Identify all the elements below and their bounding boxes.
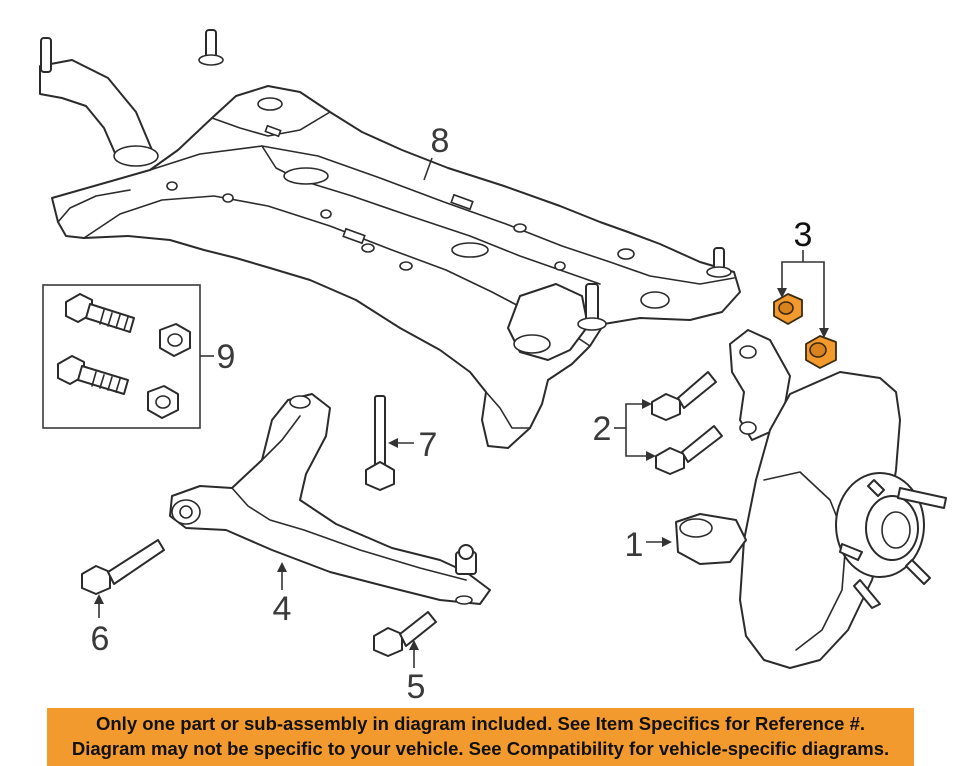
callout-9: 9 xyxy=(217,338,236,376)
notice-line-1: Only one part or sub-assembly in diagram… xyxy=(95,713,865,734)
notice-banner: Only one part or sub-assembly in diagram… xyxy=(47,708,914,766)
callout-6: 6 xyxy=(91,620,110,658)
callout-7: 7 xyxy=(419,426,438,464)
bolt-part-7 xyxy=(365,395,414,491)
bolts-part-2 xyxy=(614,371,723,475)
callout-1: 1 xyxy=(625,526,644,564)
bolt-part-5 xyxy=(373,611,437,668)
lower-control-arm xyxy=(169,393,491,605)
kit-bolt-upper xyxy=(65,293,135,333)
callout-8: 8 xyxy=(431,122,450,160)
kit-bolt-lower xyxy=(57,355,129,395)
bolt-part-6 xyxy=(81,539,165,618)
callout-5: 5 xyxy=(407,668,426,706)
kit-nut-upper xyxy=(159,323,191,357)
hardware-kit-box xyxy=(42,284,214,429)
kit-nut-lower xyxy=(147,385,179,419)
highlighted-nuts-part-3 xyxy=(773,250,837,369)
callout-3: 3 xyxy=(794,216,813,254)
callout-4: 4 xyxy=(273,590,292,628)
knuckle-hub-assembly xyxy=(646,329,947,669)
callout-2: 2 xyxy=(593,410,612,448)
notice-line-2: Diagram may not be specific to your vehi… xyxy=(71,738,890,759)
subframe-crossmember xyxy=(39,29,741,449)
